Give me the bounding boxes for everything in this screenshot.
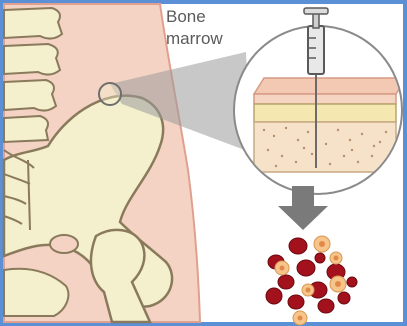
bone-marrow-label-line-1: Bone	[166, 7, 206, 27]
syringe-barrel	[308, 26, 324, 74]
vertebra-2	[4, 44, 60, 75]
vertebra-4	[4, 116, 48, 142]
marrow-layer	[254, 122, 396, 172]
skin-front	[254, 94, 396, 104]
sample-site-circle	[99, 83, 121, 105]
tissue-layers	[254, 78, 406, 172]
vertebra-3	[4, 80, 56, 111]
syringe-handle	[304, 8, 328, 14]
skin-layer	[254, 78, 406, 94]
bone-marrow-label-line-2: marrow	[166, 29, 223, 49]
bone-cortex	[254, 104, 396, 122]
vertebra-1	[4, 8, 62, 39]
obturator-foramen	[50, 235, 78, 253]
